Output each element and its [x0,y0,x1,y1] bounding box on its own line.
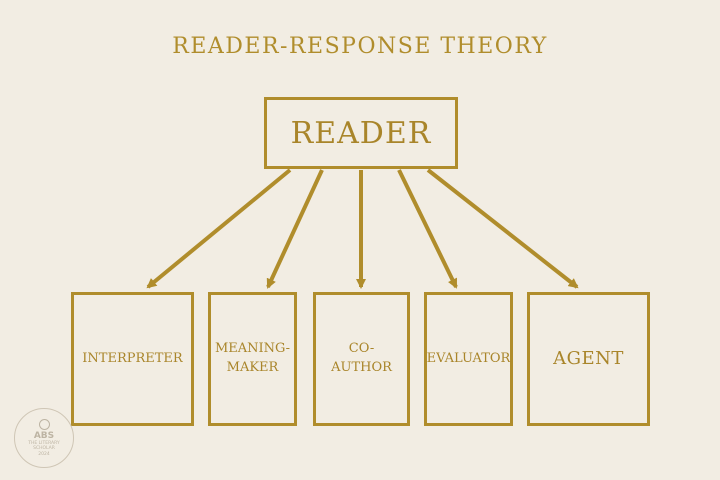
seal-line-3: 2024 [38,451,50,457]
arrow-to-evaluator [397,169,458,289]
meaning-maker-box: MEANING- MAKER [208,292,297,426]
diagram-title: READER-RESPONSE THEORY [172,34,548,59]
seal-emblem-icon [38,418,50,430]
arrow-to-agent [426,168,579,289]
seal-line-1: THE LITERARY [28,440,60,446]
reader-label: READER [290,115,432,151]
co-author-label: CO- AUTHOR [331,341,392,375]
reader-box: READER [264,97,458,169]
interpreter-label: INTERPRETER [82,350,183,366]
watermark-seal: ABS THE LITERARY SCHOLAR 2024 [14,408,74,468]
evaluator-box: EVALUATOR [424,292,513,426]
arrow-to-interpreter [146,168,292,289]
arrow-to-meaning-maker [266,169,324,289]
interpreter-box: INTERPRETER [71,292,194,426]
agent-label: AGENT [553,347,624,369]
co-author-box: CO- AUTHOR [313,292,410,426]
agent-box: AGENT [527,292,650,426]
seal-abbr: ABS [33,430,55,441]
evaluator-label: EVALUATOR [426,350,511,366]
seal-line-2: SCHOLAR [33,446,55,452]
meaning-maker-label: MEANING- MAKER [214,341,291,375]
